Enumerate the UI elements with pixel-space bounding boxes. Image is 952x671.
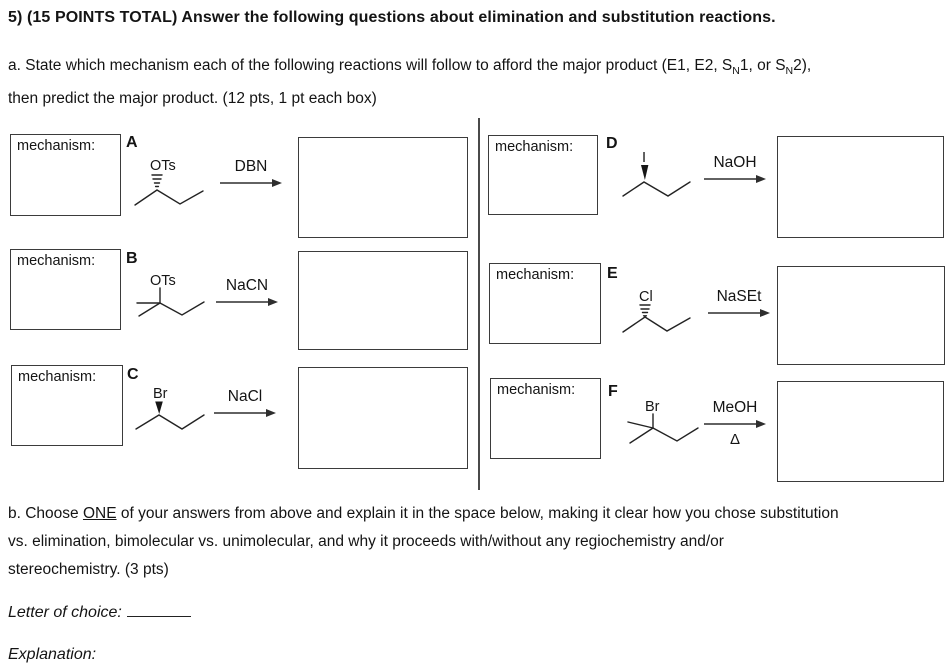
halogen-label: Cl (639, 289, 653, 305)
reagent-label: NaCl (227, 388, 263, 405)
letter-of-choice-label: Letter of choice: (8, 604, 122, 621)
mechanism-label: mechanism: (495, 139, 574, 155)
arrow-icon (220, 179, 282, 187)
mechanism-label: mechanism: (18, 369, 97, 385)
mechanism-answer-box-e[interactable]: mechanism: (489, 263, 601, 344)
reaction-arrow-c: NaCl (214, 387, 276, 420)
mechanism-answer-box-d[interactable]: mechanism: (488, 135, 598, 215)
carbon-chain (622, 316, 691, 333)
mechanism-answer-box-a[interactable]: mechanism: (10, 134, 121, 216)
structure-d-2-iodobutane: I (622, 150, 691, 197)
part-a-instructions: a. State which mechanism each of the fol… (8, 57, 812, 108)
product-answer-box-c[interactable] (298, 367, 468, 469)
halogen-label: I (642, 150, 646, 166)
mechanism-answer-box-f[interactable]: mechanism: (490, 378, 601, 459)
letter-of-choice-blank[interactable] (126, 601, 191, 617)
reaction-letter-b: B (126, 250, 138, 267)
mechanism-answer-box-c[interactable]: mechanism: (11, 365, 123, 446)
halogen-label: Br (645, 399, 660, 415)
part-b-instructions: b. Choose ONE of your answers from above… (8, 505, 839, 578)
arrow-icon (708, 309, 770, 317)
structure-a-sec-butyl-tosylate: OTs (134, 158, 204, 206)
hashed-wedge-bond (151, 174, 163, 188)
reaction-arrow-f: MeOH Δ (704, 398, 766, 448)
reaction-letter-f: F (608, 383, 618, 400)
reagent-label: NaOH (713, 154, 757, 171)
arrow-icon (704, 175, 766, 183)
reaction-arrow-b: NaCN (216, 276, 278, 309)
part-a-line2: then predict the major product. (12 pts,… (8, 90, 377, 108)
reaction-arrow-e: NaSEt (708, 287, 770, 320)
product-answer-box-e[interactable] (777, 266, 945, 365)
reaction-arrow-a: DBN (220, 157, 282, 190)
reaction-letter-a: A (126, 134, 138, 151)
part-a-line1: a. State which mechanism each of the fol… (8, 57, 733, 74)
question-title: 5) (15 POINTS TOTAL) Answer the followin… (8, 9, 776, 26)
product-answer-box-a[interactable] (298, 137, 468, 238)
bold-wedge-bond (641, 165, 649, 180)
carbon-chain (134, 189, 204, 206)
reagent-label: DBN (234, 158, 268, 175)
carbon-chain (136, 301, 205, 317)
structure-f-2-bromo-2-methylbutane: Br (627, 399, 699, 444)
product-answer-box-b[interactable] (298, 251, 468, 350)
structure-e-2-chlorobutane: Cl (622, 289, 691, 333)
reagent-label: NaCN (225, 277, 269, 294)
arrow-icon (214, 409, 276, 417)
leaving-group-label: OTs (150, 273, 176, 289)
subscript-n: N (732, 65, 740, 78)
underlined-one: ONE (82, 505, 117, 522)
mechanism-label: mechanism: (496, 267, 575, 283)
reaction-letter-c: C (127, 366, 139, 383)
column-divider (478, 118, 480, 490)
mechanism-answer-box-b[interactable]: mechanism: (10, 249, 121, 330)
reaction-letter-d: D (606, 135, 618, 152)
halogen-label: Br (153, 386, 168, 402)
leaving-group-label: OTs (150, 158, 176, 174)
bold-wedge-bond (155, 401, 163, 414)
explanation-label: Explanation: (8, 646, 97, 663)
mechanism-label: mechanism: (17, 253, 96, 269)
structure-b-tert-amyl-tosylate: OTs (136, 273, 205, 317)
arrow-icon (704, 420, 766, 428)
reaction-letter-e: E (607, 265, 618, 282)
hashed-wedge-bond (639, 304, 651, 317)
letter-of-choice-line: Letter of choice: (8, 601, 191, 622)
product-answer-box-d[interactable] (777, 136, 944, 238)
structure-c-2-bromobutane: Br (135, 386, 205, 430)
delta-heat-symbol: Δ (729, 431, 741, 448)
mechanism-label: mechanism: (17, 138, 96, 154)
reagent-label: NaSEt (716, 288, 762, 305)
carbon-chain (627, 421, 699, 444)
mechanism-label: mechanism: (497, 382, 576, 398)
product-answer-box-f[interactable] (777, 381, 944, 482)
reagent-label: MeOH (712, 399, 758, 416)
arrow-icon (216, 298, 278, 306)
reaction-arrow-d: NaOH (704, 153, 766, 186)
carbon-chain (622, 181, 691, 197)
carbon-chain (135, 414, 205, 430)
subscript-n: N (785, 65, 794, 78)
